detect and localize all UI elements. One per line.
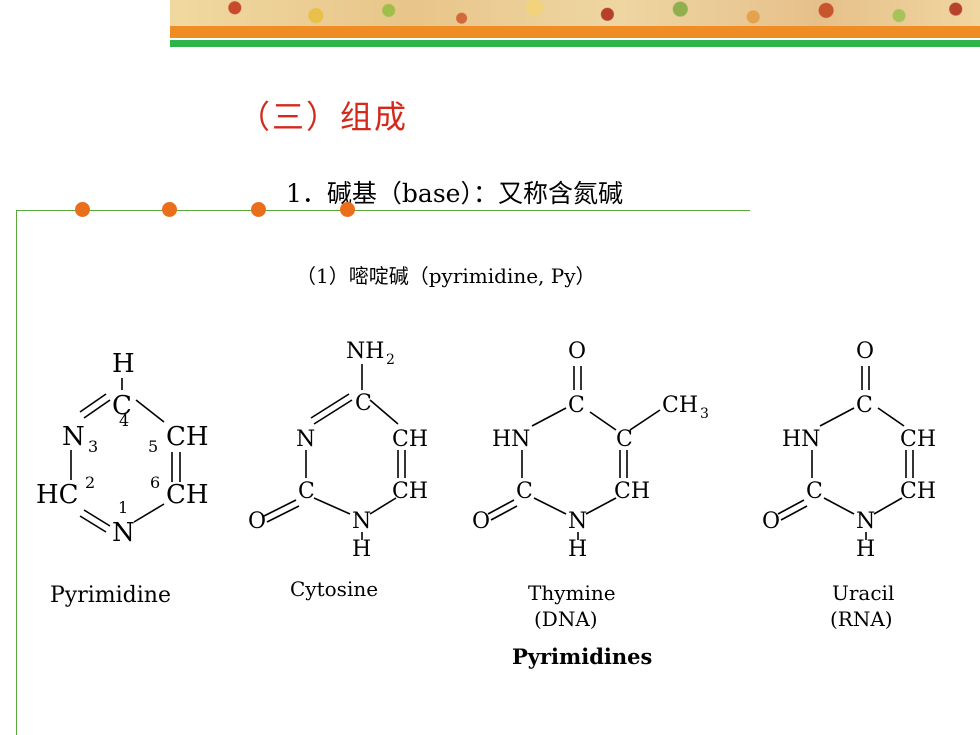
group-caption: Pyrimidines: [512, 644, 652, 669]
section-label: （1）嘧啶碱（pyrimidine, Py）: [296, 264, 596, 288]
atom-n1: N: [352, 509, 371, 534]
ring-number-6: 6: [150, 473, 160, 492]
caption-uracil-note: (RNA): [830, 607, 893, 631]
bullet-dot-3: [251, 202, 266, 217]
atom-hc2: HC: [36, 480, 79, 510]
atom-c2: C: [806, 479, 823, 504]
atom-c4: C: [568, 393, 585, 418]
atom-o4: O: [856, 339, 874, 364]
molecule-cytosine: NH 2 C N CH C CH O N H Cytosine: [248, 339, 428, 601]
atom-n1: N: [856, 509, 875, 534]
ring-number-3: 3: [88, 437, 98, 456]
atom-o2: O: [472, 509, 490, 534]
atom-nh2: NH: [346, 339, 384, 364]
atom-c2: C: [516, 479, 533, 504]
atom-hn3: HN: [782, 427, 820, 452]
ring-number-2: 2: [85, 473, 95, 492]
atom-ch5: CH: [166, 422, 209, 452]
ring-number-1: 1: [118, 498, 128, 517]
bullet-dot-2: [162, 202, 177, 217]
atom-ch6: CH: [166, 480, 209, 510]
atom-h1: H: [352, 537, 371, 562]
caption-thymine: Thymine: [528, 581, 616, 605]
ring-number-5: 5: [148, 437, 158, 456]
atom-h1: H: [856, 537, 875, 562]
atom-c4: C: [355, 391, 372, 416]
atom-o2: O: [248, 509, 266, 534]
bullet-dot-1: [75, 202, 90, 217]
atom-n3: N: [296, 427, 315, 452]
ring-number-4: 4: [119, 411, 129, 430]
atom-n1: N: [112, 518, 135, 548]
atom-o2: O: [762, 509, 780, 534]
frame-top-line: [16, 210, 750, 211]
molecule-uracil: O C HN CH C CH O N H Uracil (RNA): [762, 339, 936, 631]
header-banner: [170, 0, 980, 38]
atom-hn3: HN: [492, 427, 530, 452]
atom-ch3-subscript: 3: [700, 406, 709, 422]
banner-orange-stripe: [170, 26, 980, 38]
atom-n1: N: [568, 509, 587, 534]
caption-uracil: Uracil: [832, 581, 894, 605]
bullet-dot-4: [340, 202, 355, 217]
molecule-pyrimidine: H C 4 N 3 5 CH HC 2 6 CH 1 N Pyrimidine: [36, 349, 209, 608]
atom-ch5: CH: [900, 427, 936, 452]
atom-ch3: CH: [662, 393, 698, 418]
banner-floral-image: [170, 0, 980, 26]
atom-c4: C: [856, 393, 873, 418]
frame-left-line: [16, 210, 17, 735]
atom-ch6: CH: [392, 479, 428, 504]
banner-green-stripe: [170, 40, 980, 47]
atom-o4: O: [568, 339, 586, 364]
caption-cytosine: Cytosine: [290, 577, 378, 601]
atom-h-top: H: [112, 349, 135, 379]
atom-h1: H: [568, 537, 587, 562]
atom-ch5: CH: [392, 427, 428, 452]
atom-nh2-subscript: 2: [386, 352, 395, 368]
atom-ch6: CH: [614, 479, 650, 504]
caption-pyrimidine: Pyrimidine: [50, 583, 171, 608]
molecule-thymine: O C CH 3 HN C C CH O N H Thymine (DNA): [472, 339, 709, 631]
slide-title: （三）组成: [238, 98, 409, 136]
atom-c5: C: [616, 427, 633, 452]
caption-thymine-note: (DNA): [534, 607, 598, 631]
atom-ch6: CH: [900, 479, 936, 504]
atom-c4: C: [112, 391, 132, 421]
atom-c2: C: [298, 479, 315, 504]
atom-n3: N: [62, 422, 85, 452]
